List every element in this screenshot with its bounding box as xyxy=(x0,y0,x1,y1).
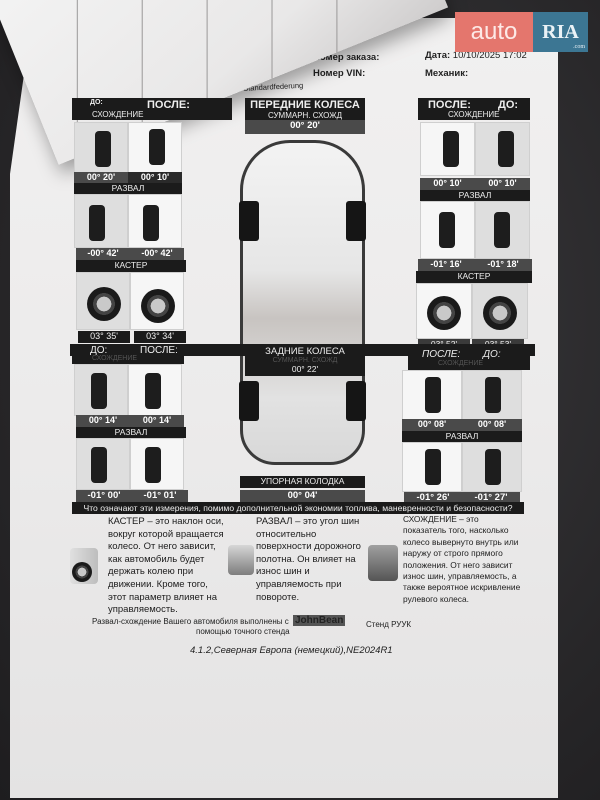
fl-caster-before: 03° 35' xyxy=(78,331,130,343)
tire-icon xyxy=(485,377,501,413)
software-version: 4.1.2,Северная Европа (немецкий),NE2024R… xyxy=(190,645,393,656)
rl-camber-before: -01° 00' xyxy=(76,490,132,502)
camber-description: РАЗВАЛ – это угол шин относительно повер… xyxy=(256,516,361,603)
wheel-icon xyxy=(427,296,461,330)
fl-toe-after: 00° 10' xyxy=(128,172,182,183)
panel-fl-toe-after xyxy=(128,122,182,174)
question-banner: Что означают эти измерения, помимо допол… xyxy=(72,502,524,514)
stand-name: Стенд РУУК xyxy=(366,620,412,629)
panel-fl-camber-before xyxy=(74,194,128,248)
wheel-icon xyxy=(141,289,175,323)
front-left-header: ДО: ПОСЛЕ: СХОЖДЕНИЕ xyxy=(72,98,232,120)
tire-icon xyxy=(439,212,455,248)
panel-fr-toe-after xyxy=(420,122,475,176)
rr-toe-after: 00° 08' xyxy=(402,419,462,431)
panel-rr-toe-before xyxy=(462,370,522,420)
tire-icon xyxy=(91,447,107,483)
panel-fl-camber-after xyxy=(128,194,182,248)
johnbean-logo: JohnBean xyxy=(293,615,346,626)
car-wheel-fr xyxy=(346,201,366,241)
fr-toe-after: 00° 10' xyxy=(420,178,475,190)
rl-toe-before: 00° 14' xyxy=(76,415,130,427)
toe-description: СХОЖДЕНИЕ – это показатель того, насколь… xyxy=(403,514,521,604)
panel-rr-camber-before xyxy=(462,442,522,492)
fr-camber-after: -01° 16' xyxy=(418,259,474,271)
rr-camber-after: -01° 26' xyxy=(404,492,462,504)
vin-label: Номер VIN: xyxy=(313,68,366,79)
date-label: Дата: xyxy=(425,50,451,61)
tire-icon xyxy=(145,447,161,483)
tire-icon xyxy=(145,373,161,409)
panel-fl-caster-after xyxy=(130,272,184,330)
tire-icon xyxy=(425,449,441,485)
fl-toe-before: 00° 20' xyxy=(74,172,128,183)
logo-ria: RIA.com xyxy=(533,12,588,52)
fr-caster-label: КАСТЕР xyxy=(416,271,532,283)
panel-rr-toe-after xyxy=(402,370,462,420)
tire-icon xyxy=(498,131,514,167)
tire-icon xyxy=(91,373,107,409)
car-wheel-rl xyxy=(239,381,259,421)
fr-toe-before: 00° 10' xyxy=(475,178,530,190)
fl-caster-after: 03° 34' xyxy=(134,331,186,343)
fl-caster-label: КАСТЕР xyxy=(76,260,186,272)
date-value: 10/10/2025 17:02 xyxy=(452,50,527,61)
thrust-value: 00° 04' xyxy=(240,490,365,502)
tire-icon xyxy=(494,212,510,248)
front-total-toe: 00° 20' xyxy=(245,120,365,134)
panel-fl-caster-before xyxy=(76,272,130,330)
wheel-icon xyxy=(87,287,121,321)
camber-illustration-icon xyxy=(228,545,254,575)
caster-illustration-icon xyxy=(70,548,98,584)
panel-fr-toe-before xyxy=(475,122,530,176)
caster-description: КАСТЕР – это наклон оси, вокруг которой … xyxy=(108,516,224,616)
car-top-view-diagram xyxy=(239,140,366,465)
order-label: Номер заказа: xyxy=(313,52,380,63)
car-wheel-rr xyxy=(346,381,366,421)
panel-rl-toe-before xyxy=(74,364,128,416)
panel-rl-camber-before xyxy=(76,438,130,490)
rear-left-header: ДО: ПОСЛЕ: СХОЖДЕНИЕ xyxy=(72,344,184,364)
autoria-logo: auto RIA.com xyxy=(455,12,588,52)
tire-icon xyxy=(95,131,111,167)
wheel-icon xyxy=(483,296,517,330)
panel-fr-camber-after xyxy=(420,201,475,259)
car-wheel-fl xyxy=(239,201,259,241)
tire-icon xyxy=(143,205,159,241)
thrust-label: УПОРНАЯ КОЛОДКА xyxy=(240,476,365,488)
rr-camber-before: -01° 27' xyxy=(462,492,520,504)
rl-toe-after: 00° 14' xyxy=(130,415,184,427)
fl-camber-before: -00° 42' xyxy=(76,248,130,260)
footer-text-line1: Развал-схождение Вашего автомобиля выпол… xyxy=(92,617,289,626)
fr-camber-before: -01° 18' xyxy=(474,259,532,271)
logo-auto: auto xyxy=(455,12,533,52)
rl-camber-label: РАЗВАЛ xyxy=(76,427,186,438)
panel-fr-camber-before xyxy=(475,201,530,259)
mechanic-label: Механик: xyxy=(425,68,469,79)
fl-camber-after: -00° 42' xyxy=(130,248,184,260)
rr-camber-label: РАЗВАЛ xyxy=(402,431,522,442)
tire-icon xyxy=(425,377,441,413)
panel-rl-toe-after xyxy=(128,364,182,416)
rr-toe-before: 00° 08' xyxy=(462,419,522,431)
panel-fr-caster-before xyxy=(472,283,528,339)
panel-rl-camber-after xyxy=(130,438,184,490)
rear-total-header: ЗАДНИЕ КОЛЕСА СУММАРН. СХОЖД 00° 22' xyxy=(245,346,365,376)
fl-camber-label: РАЗВАЛ xyxy=(74,183,182,194)
panel-fl-toe-before xyxy=(74,122,128,174)
tire-icon xyxy=(89,205,105,241)
fr-camber-label: РАЗВАЛ xyxy=(420,190,530,201)
front-right-header: ПОСЛЕ: ДО: СХОЖДЕНИЕ xyxy=(418,98,530,120)
date-field: Дата: 10/10/2025 17:02 xyxy=(425,50,527,61)
rear-right-header: ПОСЛЕ: ДО: СХОЖДЕНИЕ xyxy=(408,348,530,370)
toe-illustration-icon xyxy=(368,545,398,581)
footer-text-line2: помощью точного стенда xyxy=(196,627,290,636)
tire-icon xyxy=(149,129,165,165)
tire-icon xyxy=(443,131,459,167)
rl-camber-after: -01° 01' xyxy=(132,490,188,502)
panel-fr-caster-after xyxy=(416,283,472,339)
tire-icon xyxy=(485,449,501,485)
panel-rr-camber-after xyxy=(402,442,462,492)
